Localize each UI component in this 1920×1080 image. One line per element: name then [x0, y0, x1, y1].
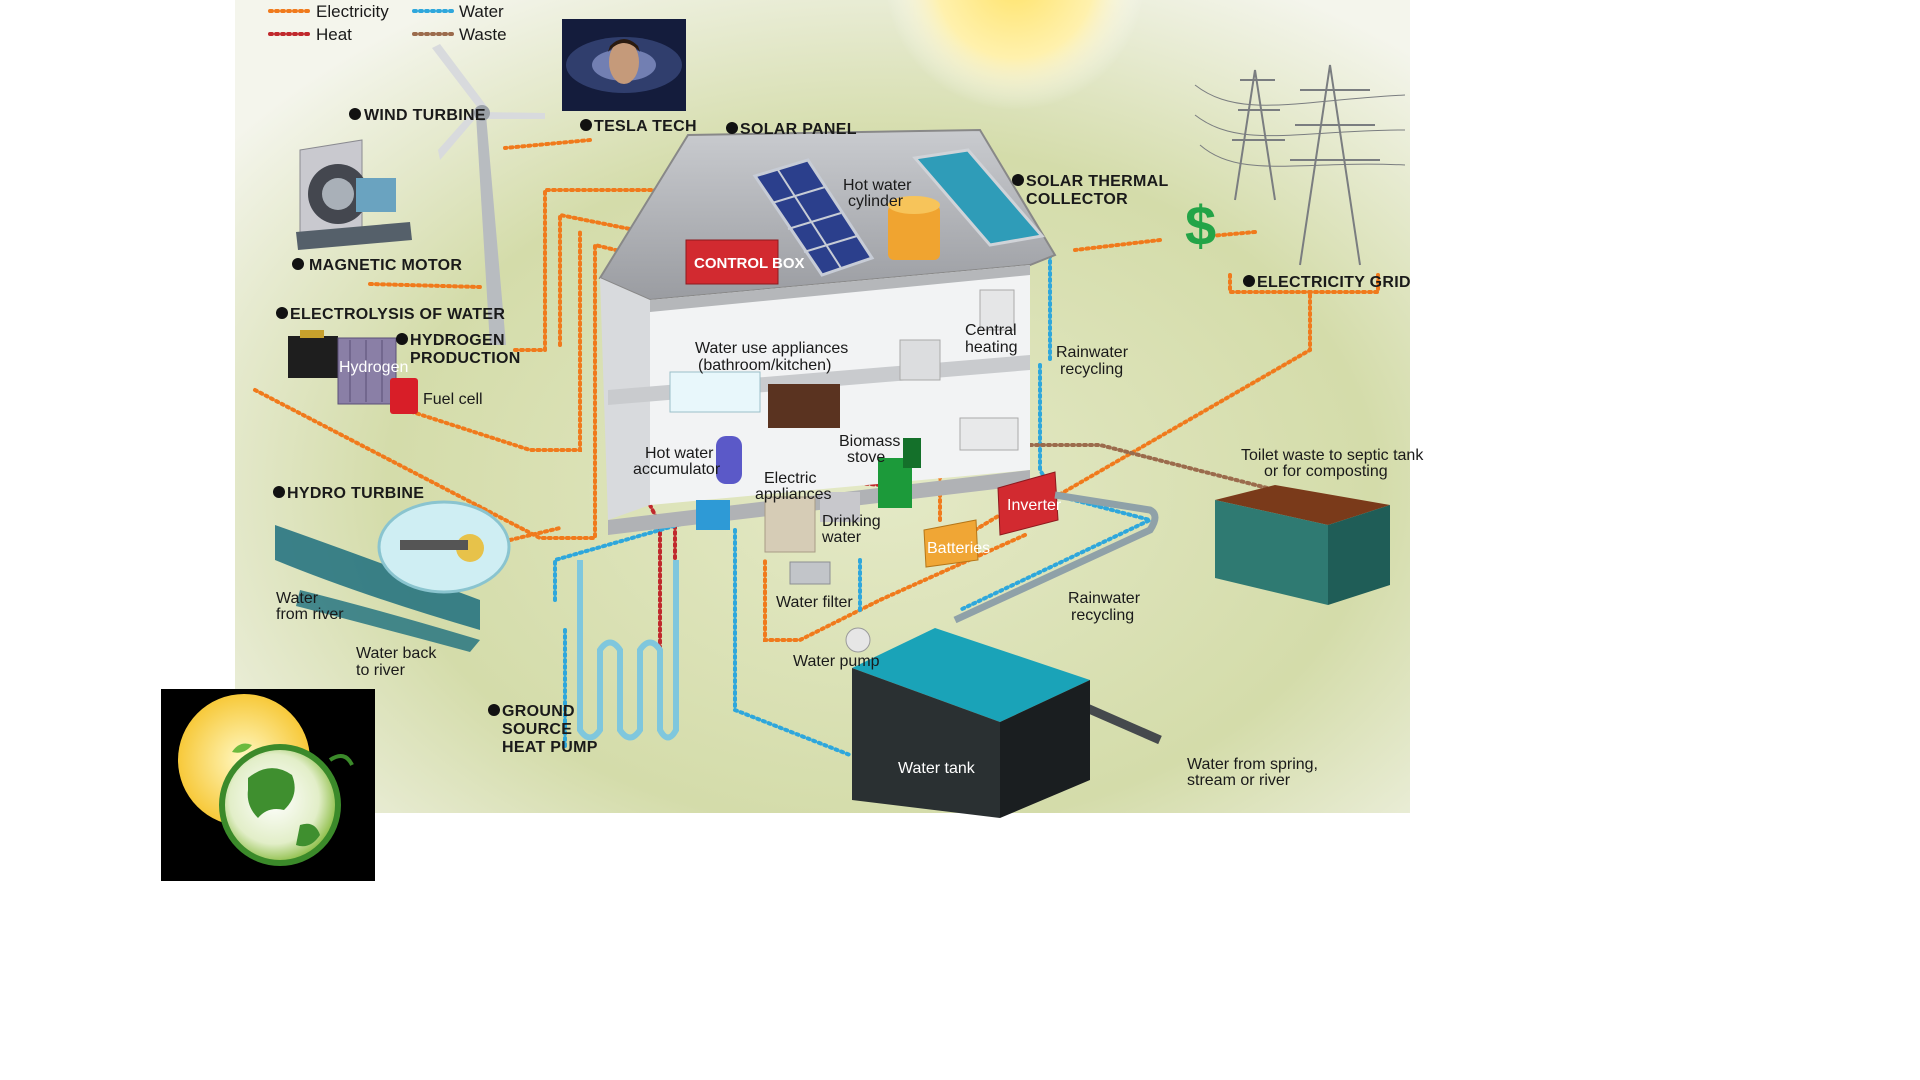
label-toilet-waste-2: or for composting	[1264, 463, 1388, 480]
label-central-heating-2: heating	[965, 339, 1018, 356]
label-solar-panel: SOLAR PANEL	[740, 121, 857, 138]
label-ground-source-2: SOURCE	[502, 721, 572, 738]
label-rainwater-top-1: Rainwater	[1056, 344, 1129, 361]
label-water-filter: Water filter	[776, 594, 853, 611]
label-water-use-1: Water use appliances	[695, 340, 848, 357]
legend-water: Water	[459, 2, 504, 21]
label-water-pump: Water pump	[793, 653, 880, 670]
label-fuel-cell: Fuel cell	[423, 391, 483, 408]
label-magnetic-motor: MAGNETIC MOTOR	[309, 257, 462, 274]
tesla-photo	[562, 19, 686, 111]
label-water-from-spring-2: stream or river	[1187, 772, 1291, 789]
label-hot-water-accumulator-1: Hot water	[645, 445, 714, 462]
label-hot-water-cylinder-2: cylinder	[848, 193, 904, 210]
label-rainwater-top-2: recycling	[1060, 361, 1123, 378]
label-solar-thermal-2: COLLECTOR	[1026, 191, 1128, 208]
legend-waste: Waste	[459, 25, 507, 44]
label-water-back-1: Water back	[356, 645, 437, 662]
label-tesla-tech: TESLA TECH	[594, 118, 697, 135]
label-biomass-1: Biomass	[839, 433, 900, 450]
label-biomass-2: stove	[847, 449, 885, 466]
label-solar-thermal-1: SOLAR THERMAL	[1026, 173, 1169, 190]
legend-electricity: Electricity	[316, 2, 389, 21]
label-water-back-2: to river	[356, 662, 406, 679]
label-electric-appliances-2: appliances	[755, 486, 832, 503]
label-hydrogen-production-1: HYDROGEN	[410, 332, 505, 349]
label-toilet-waste-1: Toilet waste to septic tank	[1241, 447, 1424, 464]
label-water-from-spring-1: Water from spring,	[1187, 756, 1318, 773]
legend-heat: Heat	[316, 25, 352, 44]
label-rainwater-bottom-1: Rainwater	[1068, 590, 1141, 607]
label-hydrogen-production-2: PRODUCTION	[410, 350, 521, 367]
label-ground-source-1: GROUND	[502, 703, 575, 720]
label-electrolysis: ELECTROLYSIS OF WATER	[290, 306, 505, 323]
label-water-tank: Water tank	[898, 760, 976, 777]
dollar-sign: $	[1185, 194, 1216, 257]
label-hydro-turbine: HYDRO TURBINE	[287, 485, 424, 502]
label-water-from-river-1: Water	[276, 590, 319, 607]
label-batteries: Batteries	[927, 540, 990, 557]
label-rainwater-bottom-2: recycling	[1071, 607, 1134, 624]
label-hydrogen: Hydrogen	[339, 359, 408, 376]
label-hot-water-cylinder-1: Hot water	[843, 177, 912, 194]
label-control-box: CONTROL BOX	[694, 255, 805, 272]
label-water-use-2: (bathroom/kitchen)	[698, 357, 831, 374]
label-drinking-water-1: Drinking	[822, 513, 881, 530]
label-drinking-water-2: water	[821, 529, 862, 546]
label-ground-source-3: HEAT PUMP	[502, 739, 598, 756]
label-electric-appliances-1: Electric	[764, 470, 816, 487]
green-globe-logo	[161, 689, 375, 881]
label-inverter: Inverter	[1007, 497, 1062, 514]
label-electricity-grid: ELECTRICITY GRID	[1257, 274, 1411, 291]
label-wind-turbine: WIND TURBINE	[364, 107, 486, 124]
label-hot-water-accumulator-2: accumulator	[633, 461, 721, 478]
label-water-from-river-2: from river	[276, 606, 344, 623]
label-central-heating-1: Central	[965, 322, 1017, 339]
